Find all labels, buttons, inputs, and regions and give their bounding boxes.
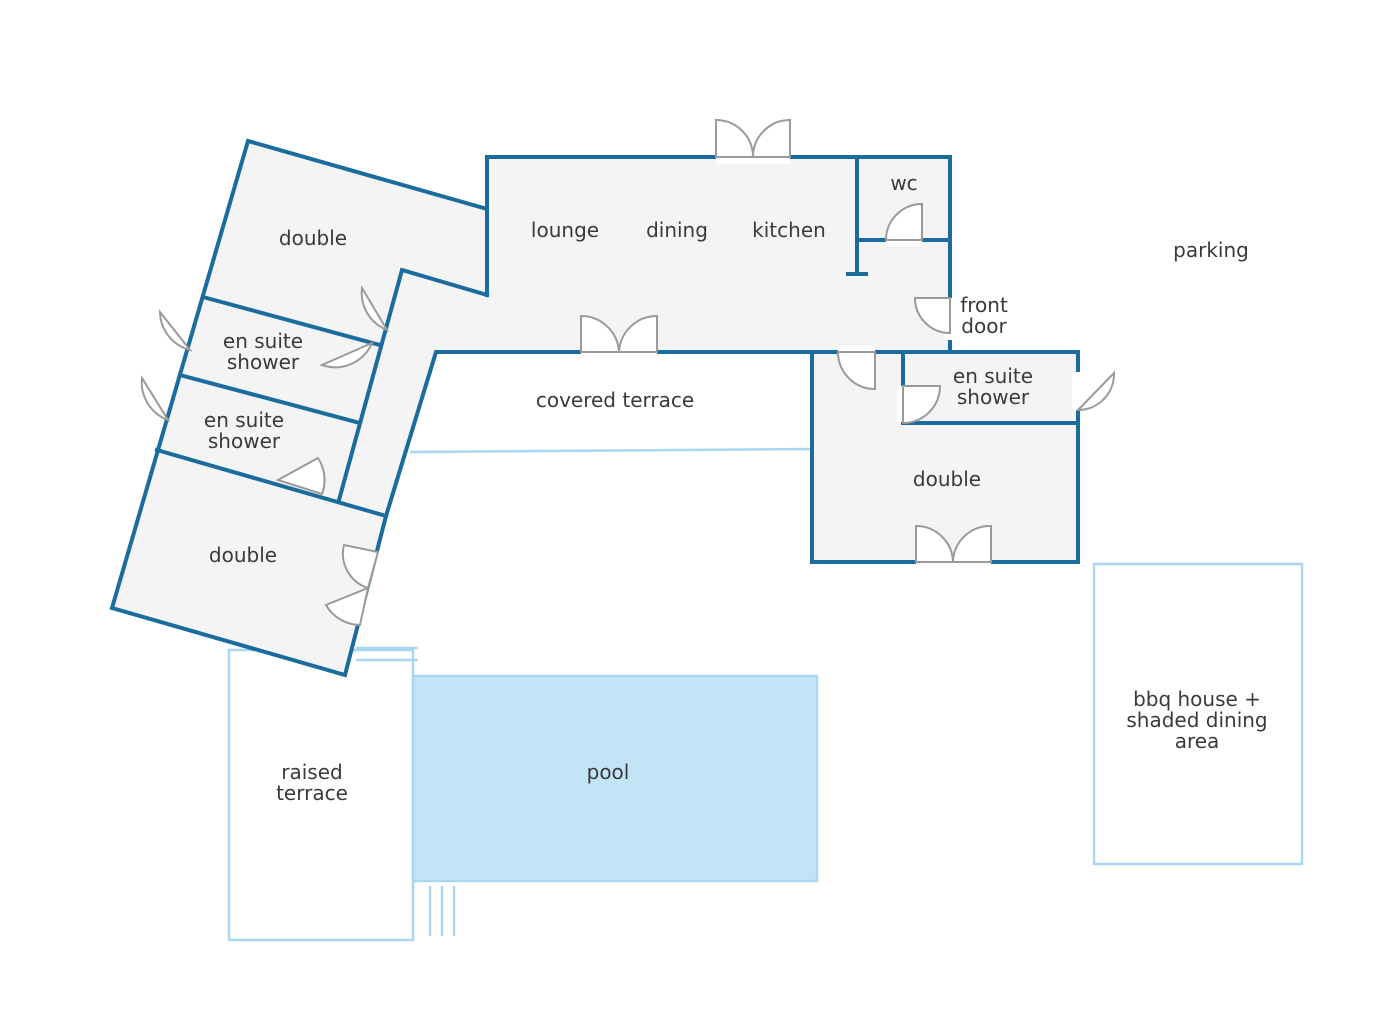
door-en-suite-2-external[interactable] bbox=[140, 375, 171, 422]
label-en-suite-2: en suite bbox=[204, 408, 284, 432]
door-double-left-2[interactable] bbox=[324, 586, 370, 627]
label-en-suite-2-line2: shower bbox=[208, 429, 281, 453]
label-en-suite-1: en suite bbox=[223, 329, 303, 353]
label-front-door-line2: door bbox=[961, 314, 1007, 338]
label-en-suite-right-line2: shower bbox=[957, 385, 1030, 409]
label-bbq-line2: shaded dining bbox=[1126, 708, 1267, 732]
label-en-suite-right: en suite bbox=[953, 364, 1033, 388]
label-bbq-line3: area bbox=[1175, 729, 1220, 753]
label-front-door: front bbox=[960, 293, 1008, 317]
door-double-right-right[interactable] bbox=[951, 524, 992, 563]
door-north-left[interactable] bbox=[715, 118, 755, 158]
wall-main-south bbox=[383, 338, 952, 519]
label-covered-terrace: covered terrace bbox=[536, 388, 694, 412]
door-en-suite-2[interactable] bbox=[275, 456, 326, 496]
door-right-wing[interactable] bbox=[836, 351, 876, 391]
door-north-right[interactable] bbox=[751, 118, 791, 158]
door-en-suite-right-external[interactable] bbox=[1075, 370, 1116, 412]
label-raised-terrace: raised bbox=[281, 760, 342, 784]
double-left-fill bbox=[112, 450, 386, 675]
bbq-house bbox=[1092, 562, 1304, 866]
label-pool: pool bbox=[587, 760, 630, 784]
door-front[interactable] bbox=[913, 297, 951, 335]
label-double-top: double bbox=[279, 226, 347, 250]
label-dining: dining bbox=[646, 218, 708, 242]
label-en-suite-1-line2: shower bbox=[227, 350, 300, 374]
double-top-fill bbox=[203, 141, 487, 345]
covered-terrace-edge bbox=[409, 447, 813, 454]
door-en-suite-right[interactable] bbox=[902, 385, 942, 425]
label-double-right: double bbox=[913, 467, 981, 491]
label-double-left: double bbox=[209, 543, 277, 567]
door-terrace-right[interactable] bbox=[617, 314, 658, 353]
wall-right-wing bbox=[810, 350, 1080, 564]
wall-divider-1 bbox=[200, 294, 383, 348]
label-lounge: lounge bbox=[531, 218, 599, 242]
right-wing-fill bbox=[812, 352, 1078, 562]
pool bbox=[411, 674, 819, 883]
door-double-top[interactable] bbox=[360, 284, 390, 333]
door-en-suite-1[interactable] bbox=[319, 341, 374, 369]
label-bbq: bbq house + bbox=[1133, 687, 1261, 711]
wall-divider-3 bbox=[154, 447, 389, 519]
label-kitchen: kitchen bbox=[752, 218, 826, 242]
label-wc: wc bbox=[890, 171, 917, 195]
label-parking: parking bbox=[1173, 238, 1249, 262]
wall-divider-2 bbox=[177, 372, 363, 426]
door-double-left-1[interactable] bbox=[341, 543, 380, 590]
door-wc[interactable] bbox=[884, 202, 923, 241]
en-suite-1-fill bbox=[180, 297, 380, 423]
door-en-suite-1-external[interactable] bbox=[158, 309, 193, 352]
label-raised-terrace-line2: terrace bbox=[276, 781, 348, 805]
